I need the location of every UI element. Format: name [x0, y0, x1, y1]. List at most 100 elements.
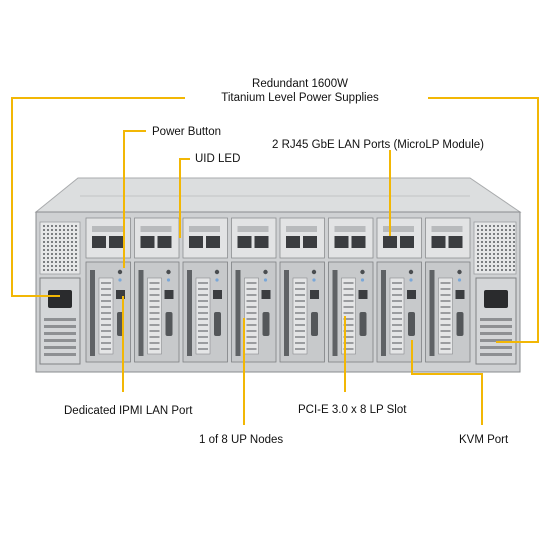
- right-psu-grille: [480, 318, 512, 321]
- rj45-port: [400, 236, 414, 248]
- pcie-slot-vent: [392, 300, 402, 302]
- left-psu-vent-hole: [59, 225, 61, 227]
- node-7: [376, 217, 422, 363]
- right-psu-vent-hole: [505, 241, 507, 243]
- pcie-slot-vent: [198, 348, 208, 350]
- pcie-slot-vent: [392, 330, 402, 332]
- label-ipmi-port: Dedicated IPMI LAN Port: [64, 405, 193, 417]
- ipmi-port: [261, 290, 271, 299]
- right-psu-vent-hole: [493, 265, 495, 267]
- right-psu-vent: [473, 221, 517, 275]
- right-psu-vent-hole: [509, 245, 511, 247]
- callout-psu-left: [11, 97, 185, 297]
- pcie-slot-bracket: [292, 277, 308, 355]
- right-psu-vent-hole: [489, 249, 491, 251]
- pcie-slot-vent: [149, 288, 160, 290]
- right-psu-grille: [480, 332, 512, 335]
- left-psu-vent-hole: [71, 257, 73, 259]
- pcie-slot-vent: [295, 348, 305, 350]
- pcie-slot-vent: [198, 336, 208, 338]
- pcie-slot-vent: [440, 288, 451, 290]
- left-psu-vent-hole: [51, 245, 53, 247]
- uid-led: [360, 278, 365, 282]
- ipmi-port: [164, 290, 174, 299]
- pcie-slot-vent: [246, 294, 257, 296]
- right-psu-vent-hole: [513, 257, 515, 259]
- left-psu-vent-hole: [43, 229, 45, 231]
- left-psu-vent-hole: [67, 269, 69, 271]
- pcie-slot-vent: [246, 300, 257, 302]
- right-psu-vent-hole: [477, 233, 479, 235]
- left-psu-vent-hole: [43, 237, 45, 239]
- node-handle: [90, 270, 95, 356]
- left-psu-vent-hole: [51, 253, 53, 255]
- left-psu-vent-hole: [43, 225, 45, 227]
- left-psu-vent-hole: [63, 245, 65, 247]
- lan-led-strip: [334, 226, 366, 232]
- left-psu: [39, 277, 81, 365]
- left-psu-vent-hole: [51, 249, 53, 251]
- pcie-slot-vent: [198, 312, 208, 314]
- left-psu-vent-hole: [51, 265, 53, 267]
- pcie-slot-vent: [198, 306, 208, 308]
- right-psu-vent-hole: [501, 237, 503, 239]
- left-psu-vent-hole: [67, 261, 69, 263]
- pcie-slot-vent: [149, 306, 160, 308]
- pcie-slot-vent: [246, 312, 257, 314]
- pcie-slot-vent: [343, 306, 354, 308]
- left-psu-vent-hole: [75, 241, 77, 243]
- pcie-slot-vent: [440, 336, 451, 338]
- right-psu-vent-hole: [489, 265, 491, 267]
- left-psu-vent-hole: [55, 241, 57, 243]
- right-psu-vent-hole: [477, 229, 479, 231]
- right-psu-vent-hole: [509, 225, 511, 227]
- power-button: [263, 269, 268, 275]
- pcie-slot-vent: [246, 318, 257, 320]
- right-psu-vent-hole: [477, 249, 479, 251]
- lan-led-strip: [431, 226, 463, 232]
- right-psu-vent-hole: [513, 249, 515, 251]
- node-2: [134, 217, 180, 363]
- label-power-supplies: Redundant 1600W Titanium Level Power Sup…: [205, 77, 395, 105]
- right-psu-grille: [480, 325, 512, 328]
- pcie-slot-vent: [246, 306, 257, 308]
- right-psu-vent-hole: [513, 253, 515, 255]
- right-psu-vent-hole: [501, 261, 503, 263]
- kvm-port: [165, 312, 173, 336]
- chassis-top-panel: [34, 177, 522, 213]
- left-psu-grille: [44, 339, 76, 342]
- right-psu-vent-hole: [509, 253, 511, 255]
- pcie-slot-vent: [149, 330, 160, 332]
- right-psu-vent-hole: [497, 233, 499, 235]
- pcie-slot-vent: [392, 336, 402, 338]
- right-psu-vent-hole: [493, 257, 495, 259]
- right-psu-vent-hole: [513, 245, 515, 247]
- right-psu-vent-hole: [497, 229, 499, 231]
- pcie-slot-vent: [149, 348, 160, 350]
- right-psu-vent-hole: [493, 253, 495, 255]
- right-psu-vent-hole: [485, 225, 487, 227]
- right-psu-vent-hole: [489, 233, 491, 235]
- node-3: [182, 217, 228, 363]
- pcie-slot-vent: [149, 336, 160, 338]
- left-psu-vent-hole: [51, 233, 53, 235]
- left-psu-ac-inlet: [48, 290, 72, 308]
- left-psu-vent-hole: [63, 225, 65, 227]
- pcie-slot-vent: [198, 300, 208, 302]
- left-psu-vent-hole: [55, 269, 57, 271]
- right-psu-vent-hole: [501, 265, 503, 267]
- pcie-slot-vent: [440, 312, 451, 314]
- pcie-slot-vent: [149, 312, 160, 314]
- left-psu-vent-hole: [59, 233, 61, 235]
- pcie-slot-vent: [149, 318, 160, 320]
- left-psu-vent-hole: [55, 261, 57, 263]
- kvm-port: [214, 312, 221, 336]
- left-psu-vent-hole: [75, 245, 77, 247]
- right-psu-vent-hole: [481, 241, 483, 243]
- right-psu-vent-hole: [485, 241, 487, 243]
- pcie-slot-vent: [343, 330, 354, 332]
- right-psu-vent-hole: [513, 269, 515, 271]
- right-psu-vent-hole: [485, 261, 487, 263]
- label-lan-ports: 2 RJ45 GbE LAN Ports (MicroLP Module): [272, 139, 484, 151]
- left-psu-vent-hole: [43, 241, 45, 243]
